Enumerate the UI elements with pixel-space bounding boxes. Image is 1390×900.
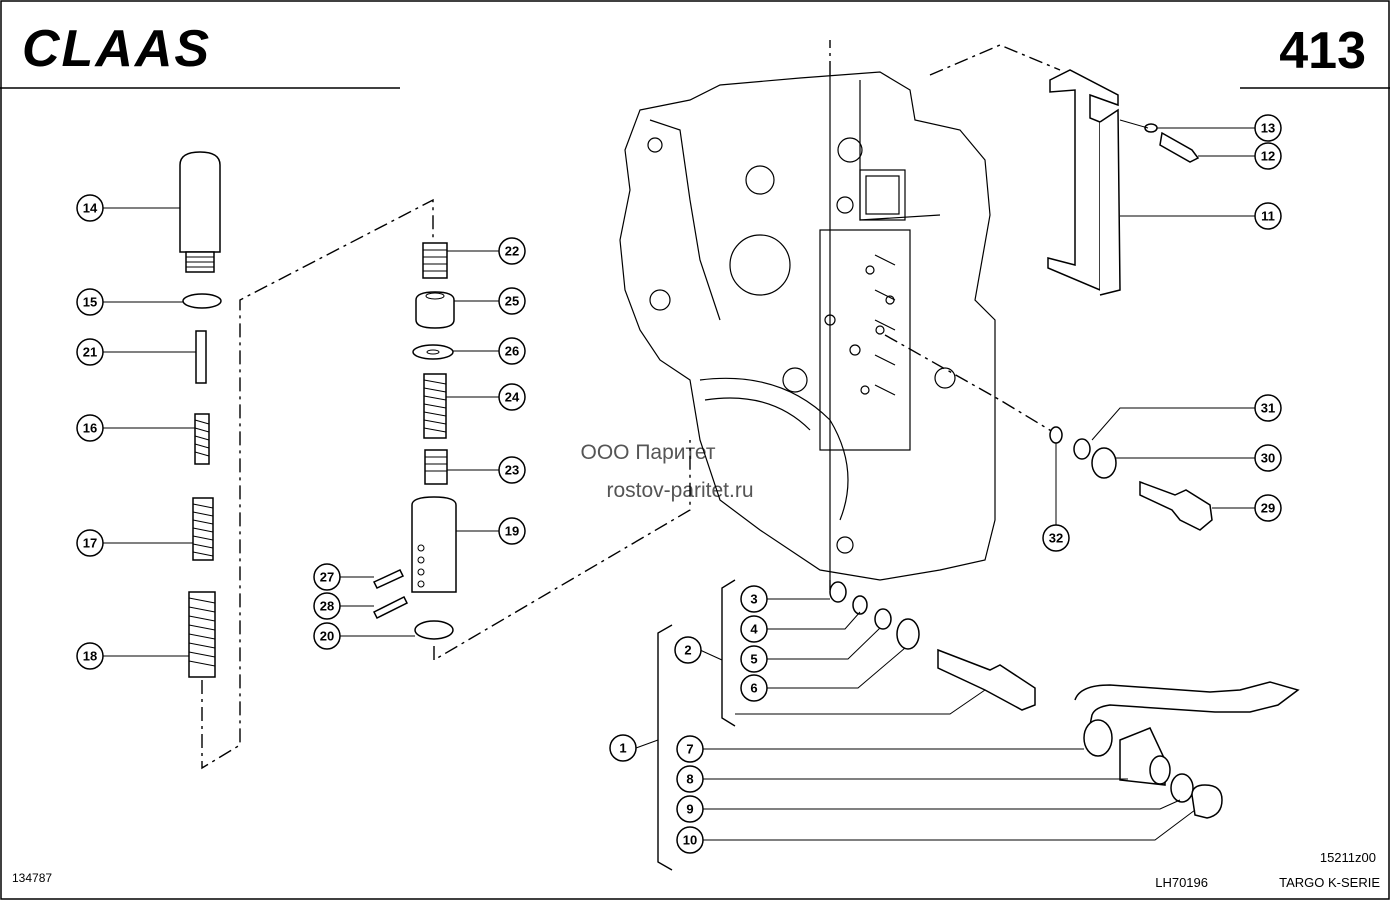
svg-text:19: 19 xyxy=(505,524,519,539)
callout-15: 15 xyxy=(76,288,104,316)
callout-24: 24 xyxy=(498,383,526,411)
footer-drawing-code: 15211z00 xyxy=(1320,850,1376,865)
svg-text:27: 27 xyxy=(320,570,334,585)
svg-text:5: 5 xyxy=(750,652,757,667)
callout-6: 6 xyxy=(740,674,768,702)
svg-text:1: 1 xyxy=(619,741,626,756)
callout-1: 1 xyxy=(609,734,637,762)
svg-text:13: 13 xyxy=(1261,121,1275,136)
callout-31: 31 xyxy=(1254,394,1282,422)
svg-text:15: 15 xyxy=(83,295,97,310)
callout-11: 11 xyxy=(1254,202,1282,230)
svg-text:30: 30 xyxy=(1261,451,1275,466)
callout-13: 13 xyxy=(1254,114,1282,142)
leader-lines xyxy=(103,127,1255,841)
svg-text:22: 22 xyxy=(505,244,519,259)
svg-text:20: 20 xyxy=(320,629,334,644)
group-bracket-2 xyxy=(721,579,736,727)
svg-text:4: 4 xyxy=(750,622,758,637)
footer-left-code: 134787 xyxy=(12,871,52,885)
svg-text:25: 25 xyxy=(505,294,519,309)
callout-14: 14 xyxy=(76,194,104,222)
svg-text:12: 12 xyxy=(1261,149,1275,164)
svg-text:31: 31 xyxy=(1261,401,1275,416)
footer-doc-code: LH70196 xyxy=(1155,875,1208,890)
svg-text:6: 6 xyxy=(750,681,757,696)
transmission-housing xyxy=(619,40,996,590)
svg-text:3: 3 xyxy=(750,592,757,607)
callout-2: 2 xyxy=(674,636,702,664)
svg-text:28: 28 xyxy=(320,599,334,614)
svg-text:26: 26 xyxy=(505,344,519,359)
callout-23: 23 xyxy=(498,456,526,484)
callout-20: 20 xyxy=(313,622,341,650)
callout-10: 10 xyxy=(676,826,704,854)
callout-32: 32 xyxy=(1042,524,1070,552)
callout-17: 17 xyxy=(76,529,104,557)
bracket-assembly xyxy=(929,44,1200,296)
valve-stack-left xyxy=(179,151,434,770)
callout-3: 3 xyxy=(740,585,768,613)
callout-9: 9 xyxy=(676,795,704,823)
callout-5: 5 xyxy=(740,645,768,673)
callout-16: 16 xyxy=(76,414,104,442)
callout-27: 27 xyxy=(313,563,341,591)
callout-26: 26 xyxy=(498,337,526,365)
callout-30: 30 xyxy=(1254,444,1282,472)
callout-29: 29 xyxy=(1254,494,1282,522)
svg-text:8: 8 xyxy=(686,772,693,787)
watermark-website: rostov-paritet.ru xyxy=(606,479,753,502)
svg-text:17: 17 xyxy=(83,536,97,551)
group-bracket-1 xyxy=(657,624,673,871)
valve-stack-middle xyxy=(372,242,691,662)
watermark-company: ООО Паритет xyxy=(580,441,715,464)
fitting-assembly-right xyxy=(884,334,1213,531)
svg-text:14: 14 xyxy=(83,201,98,216)
callout-22: 22 xyxy=(498,237,526,265)
callout-18: 18 xyxy=(76,642,104,670)
svg-text:7: 7 xyxy=(686,742,693,757)
svg-text:10: 10 xyxy=(683,833,697,848)
callout-25: 25 xyxy=(498,287,526,315)
brand-logo: CLAAS xyxy=(22,20,211,78)
solenoid-assembly xyxy=(829,581,1300,819)
svg-text:24: 24 xyxy=(505,390,520,405)
svg-text:16: 16 xyxy=(83,421,97,436)
svg-text:18: 18 xyxy=(83,649,97,664)
callout-7: 7 xyxy=(676,735,704,763)
footer-series: TARGO K-SERIE xyxy=(1279,875,1380,890)
svg-text:11: 11 xyxy=(1261,209,1275,224)
svg-text:23: 23 xyxy=(505,463,519,478)
svg-text:29: 29 xyxy=(1261,501,1275,516)
callout-12: 12 xyxy=(1254,142,1282,170)
svg-text:2: 2 xyxy=(684,643,691,658)
callout-28: 28 xyxy=(313,592,341,620)
callout-8: 8 xyxy=(676,765,704,793)
callout-4: 4 xyxy=(740,615,768,643)
svg-text:32: 32 xyxy=(1049,531,1063,546)
svg-text:9: 9 xyxy=(686,802,693,817)
callout-19: 19 xyxy=(498,517,526,545)
svg-text:21: 21 xyxy=(83,345,97,360)
callout-21: 21 xyxy=(76,338,104,366)
page-number: 413 xyxy=(1279,22,1366,80)
